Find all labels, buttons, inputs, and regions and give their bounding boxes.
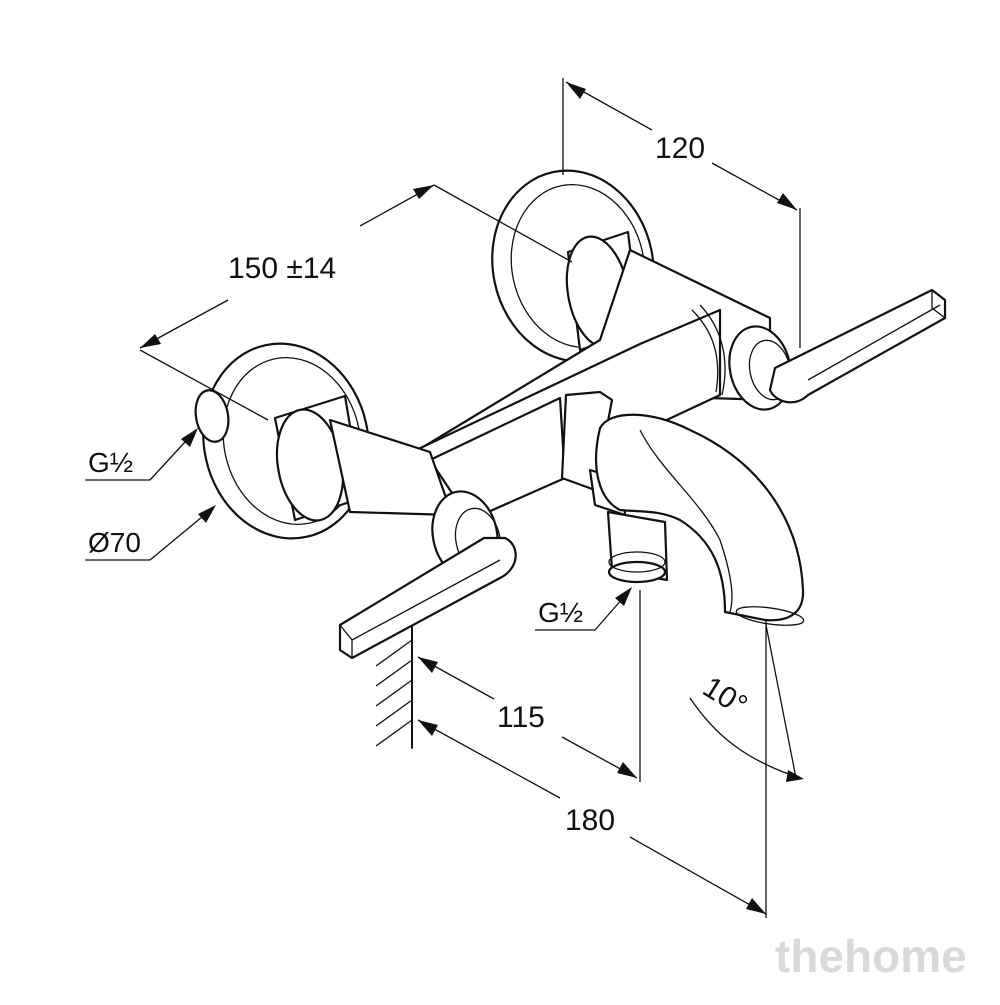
dim-label-115: 115 (497, 701, 545, 734)
left-lever-assembly (338, 490, 517, 660)
right-lever-assembly (728, 288, 947, 411)
dim-label-150: 150 ±14 (228, 252, 336, 285)
dimension-180 (417, 620, 767, 918)
dim-label-180: 180 (565, 804, 615, 837)
callout-flange-diameter: Ø70 (88, 527, 141, 558)
spout-assembly (560, 390, 805, 626)
callout-outlet-thread: G½ (538, 597, 583, 628)
dim-label-angle: 10° (697, 671, 753, 723)
dimension-115 (417, 590, 641, 782)
dimension-120 (562, 78, 801, 348)
watermark-logo: thehome (775, 930, 967, 982)
callout-inlet-thread: G½ (88, 447, 133, 478)
wall-hatching (375, 624, 413, 749)
dimension-angle (689, 624, 804, 782)
callout-leaders (85, 428, 632, 631)
front-wall-flange (194, 342, 454, 540)
dimension-150 (139, 184, 573, 421)
dim-label-120: 120 (655, 132, 705, 165)
